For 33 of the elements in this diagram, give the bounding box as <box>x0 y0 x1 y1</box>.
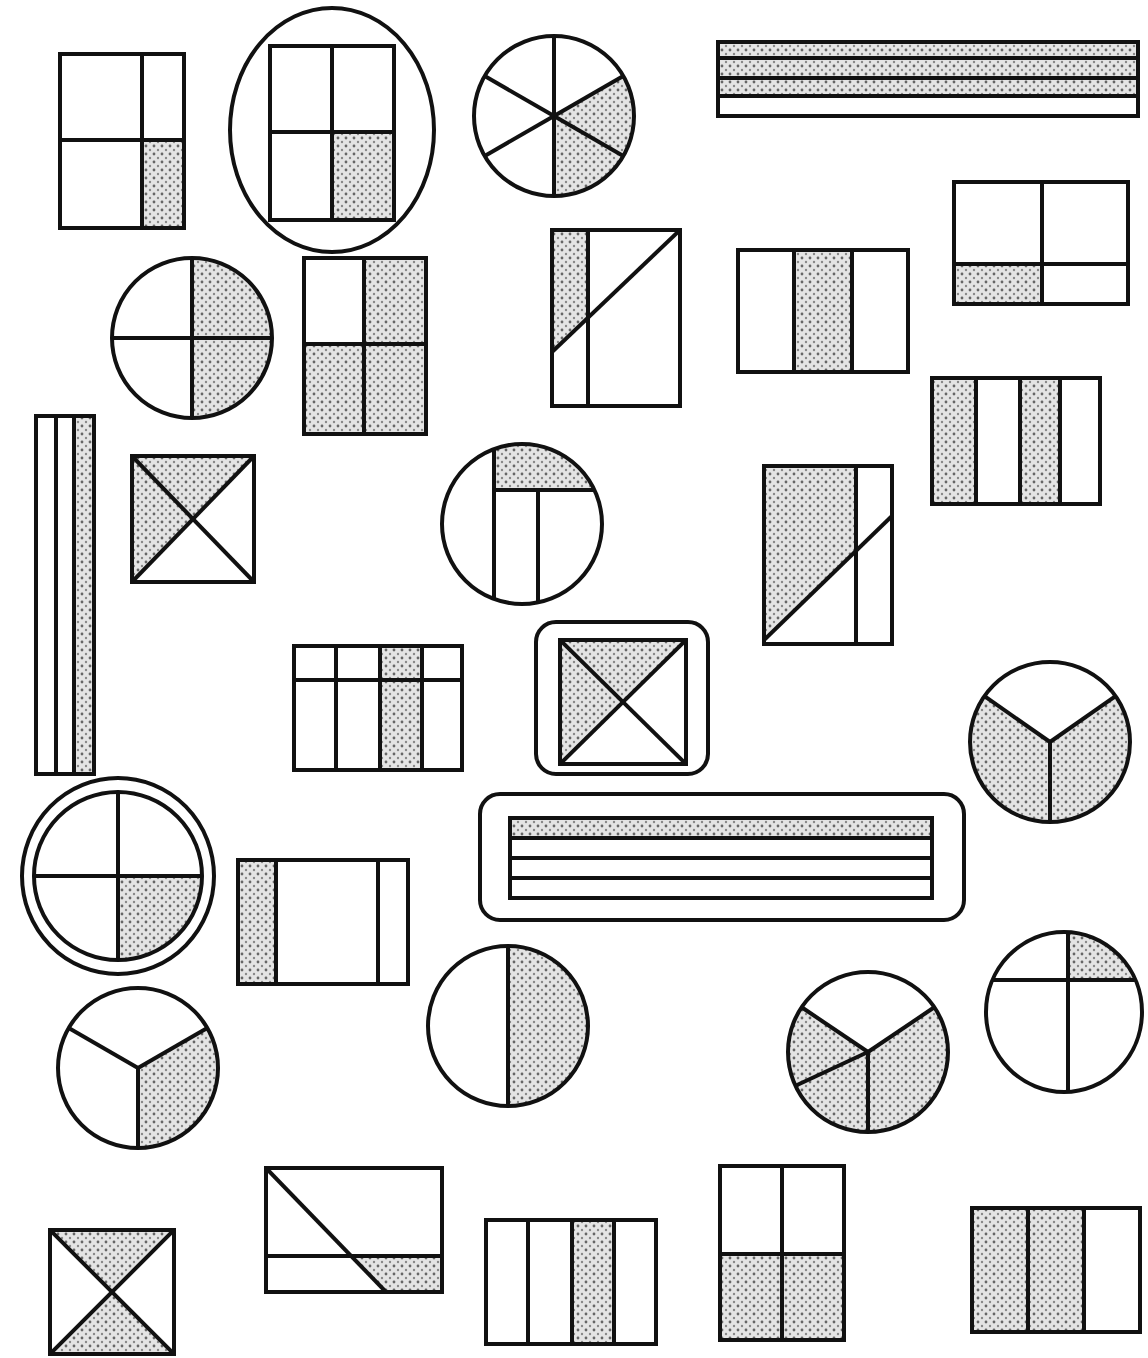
fraction-rectangle <box>506 814 936 902</box>
fraction-rectangle <box>950 178 1132 308</box>
fraction-circle <box>966 658 1134 826</box>
fraction-rectangle <box>290 642 466 774</box>
fraction-circle <box>438 440 606 608</box>
ring-frame <box>18 774 218 978</box>
fraction-circle <box>424 942 592 1110</box>
fraction-rectangle <box>734 246 912 376</box>
fraction-rectangle <box>300 254 430 438</box>
fraction-rectangle <box>548 226 684 410</box>
rounded-frame <box>476 790 968 924</box>
fraction-rectangle <box>46 1226 178 1358</box>
fraction-rectangle <box>714 38 1142 120</box>
fraction-rectangle <box>262 1164 446 1296</box>
fraction-circle <box>54 984 222 1152</box>
fraction-rectangle <box>128 452 258 586</box>
fraction-circle <box>784 968 952 1136</box>
fraction-circle <box>30 788 206 964</box>
fraction-rectangle <box>760 462 896 648</box>
fraction-rectangle <box>266 42 398 224</box>
fraction-rectangle <box>234 856 412 988</box>
fraction-rectangle <box>482 1216 660 1348</box>
fraction-circle <box>108 254 276 422</box>
fraction-circle <box>982 928 1146 1096</box>
oval-frame <box>226 4 438 256</box>
fraction-rectangle <box>32 412 98 778</box>
fraction-circle <box>470 32 638 200</box>
fraction-rectangle <box>968 1204 1144 1336</box>
rounded-frame <box>532 618 712 778</box>
fraction-rectangle <box>56 50 188 232</box>
fraction-rectangle <box>716 1162 848 1344</box>
fraction-rectangle <box>556 636 690 768</box>
fraction-rectangle <box>928 374 1104 508</box>
